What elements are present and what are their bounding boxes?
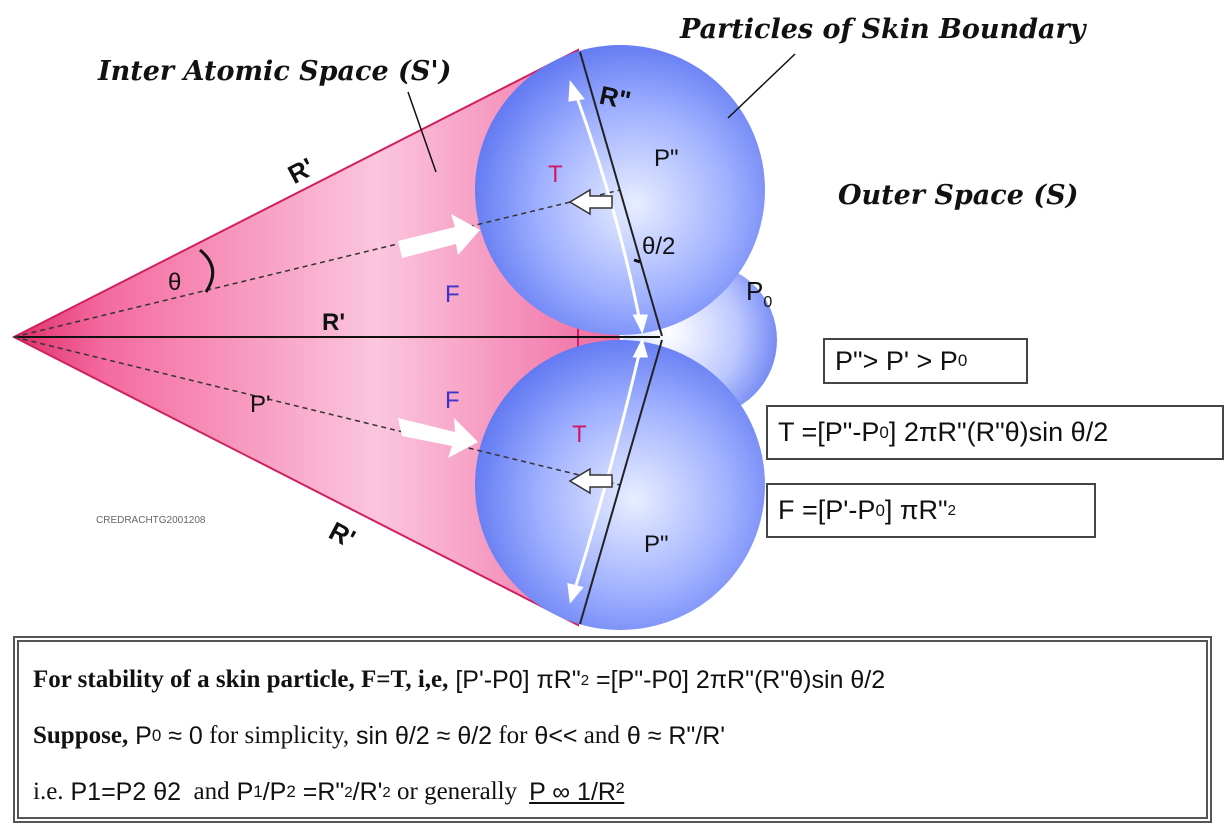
stability-line-1: For stability of a skin particle, F=T, i…	[33, 652, 1192, 708]
theta-label: θ	[168, 269, 181, 296]
credit-label: CREDRACHTG2001208	[96, 515, 206, 526]
lower-dashed-line	[13, 336, 621, 486]
line3-sup-b: 2	[382, 783, 391, 801]
line3-p2-sub: 2	[286, 782, 296, 801]
line2-p-sub: 0	[151, 726, 162, 745]
inter-atomic-space-label: Inter Atomic Space (S')	[97, 56, 451, 87]
force-text-a: F =[P'-P	[778, 495, 876, 525]
t-upper-label: T	[548, 161, 563, 188]
lower-tension-arrow	[567, 337, 648, 604]
r-prime-mid-label: R'	[322, 309, 345, 336]
p-double-lower-label: P"	[644, 531, 669, 558]
line2-p: P	[128, 721, 152, 750]
line2-t3: and	[577, 722, 620, 749]
line1-bold: For stability of a skin particle, F=T, i…	[33, 666, 449, 693]
p-prime-label: P'	[250, 391, 271, 418]
t-lower-label: T	[572, 421, 587, 448]
force-sub: 0	[875, 500, 885, 520]
theta-arc	[199, 248, 215, 293]
line1-formula-a: [P'-P0] πR"	[448, 665, 581, 694]
line1-formula-b: =[P"-P0] 2πR"(R"θ)sin θ/2	[589, 665, 886, 694]
p-double-upper-label: P"	[654, 145, 679, 172]
line2-sin: sin θ/2 ≈ θ/2	[349, 721, 493, 750]
upper-force-arrow	[398, 214, 480, 258]
force-sup: 2	[947, 502, 956, 519]
tension-text-a: T =[P"-P	[778, 417, 880, 447]
inequality-text: P"> P' > P	[835, 345, 958, 376]
particles-leader	[727, 53, 796, 119]
f-lower-label: F	[445, 387, 460, 414]
inequality-sub: 0	[957, 351, 968, 370]
f-upper-label: F	[445, 281, 460, 308]
p0-subscript: 0	[763, 294, 772, 311]
line3-ratio2: /R'	[352, 777, 383, 806]
line2-t1: for simplicity,	[202, 722, 350, 749]
line3-ie: i.e.	[33, 778, 64, 805]
r-prime-lower-label: R'	[324, 516, 360, 554]
line2-bold: Suppose,	[33, 722, 129, 749]
line3-proportionality: P ∞ 1/R²	[529, 777, 625, 806]
theta-half-mark	[633, 258, 641, 264]
line2-eq: θ ≈ R"/R'	[619, 721, 726, 750]
line3-general: or generally	[390, 778, 518, 805]
tension-sub: 0	[879, 422, 889, 442]
line3-p1-sub: 1	[253, 782, 263, 801]
line3-p1: P	[229, 777, 254, 806]
stability-explanation-box: For stability of a skin particle, F=T, i…	[13, 636, 1212, 823]
line3-eq1: P1=P2 θ2	[63, 777, 182, 806]
force-text-b: ] πR"	[884, 495, 948, 525]
line3-sup-a: 2	[344, 783, 353, 801]
inter-atomic-leader	[407, 91, 437, 173]
lower-force-arrow	[398, 418, 478, 458]
line1-sup: 2	[580, 671, 590, 689]
line2-cond: θ<<	[527, 721, 578, 750]
upper-dashed-line	[13, 189, 621, 338]
upper-chord	[579, 51, 663, 337]
tension-text-b: ] 2πR"(R"θ)sin θ/2	[888, 417, 1109, 447]
line3-slash: /P	[262, 777, 287, 806]
line2-t2: for	[492, 722, 528, 749]
line3-ratio: =R"	[295, 777, 345, 806]
particles-boundary-label: Particles of Skin Boundary	[679, 14, 1088, 45]
lower-t-arrow	[568, 467, 613, 495]
theta-half-label: θ/2	[642, 233, 675, 260]
outer-space-label: Outer Space (S)	[838, 180, 1078, 211]
p0-label: P0	[746, 276, 772, 311]
upper-t-arrow	[568, 188, 613, 216]
r-double-label: R"	[597, 80, 634, 116]
lower-chord	[579, 339, 663, 625]
line2-approx0: ≈ 0	[161, 721, 203, 750]
line3-and: and	[181, 778, 230, 805]
